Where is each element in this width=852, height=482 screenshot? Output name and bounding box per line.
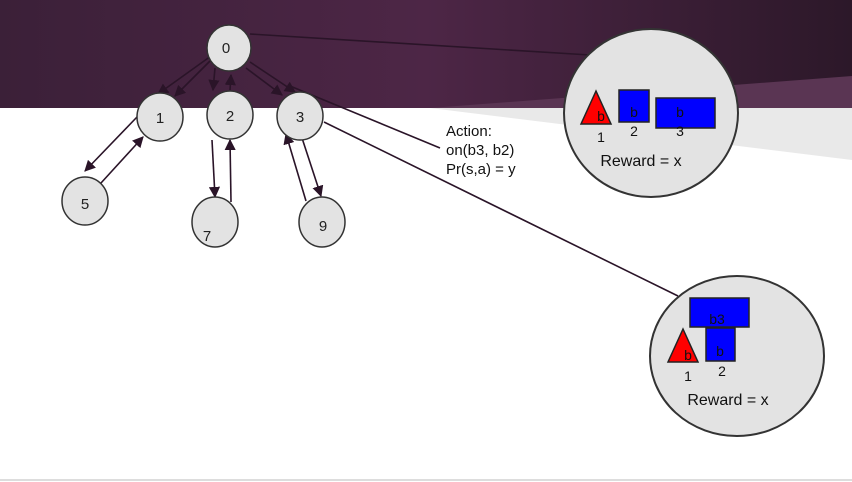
node-3: 3 xyxy=(276,91,324,141)
state-bottom: b3 b 2 b 1 Reward = x xyxy=(649,275,825,437)
node-1-label: 1 xyxy=(156,110,164,127)
node-0: 0 xyxy=(206,24,252,72)
edge-2-0 xyxy=(208,67,220,92)
edge-7-2 xyxy=(224,138,236,203)
block-b1-letter: b xyxy=(597,108,605,124)
node-9-label: 9 xyxy=(319,218,327,235)
node-0-label: 0 xyxy=(222,40,230,57)
block-b3-rect xyxy=(655,97,716,129)
edge-2-7 xyxy=(208,139,221,199)
node-3-label: 3 xyxy=(296,109,304,126)
action-operation: on(b3, b2) xyxy=(446,142,514,159)
node-9: 9 xyxy=(298,196,346,248)
edge-2-0b xyxy=(224,73,236,91)
edge-0-to-state-top xyxy=(249,33,591,56)
block-b1-letter-bottom: b xyxy=(684,347,692,363)
action-title: Action: xyxy=(446,123,492,140)
node-1: 1 xyxy=(136,92,184,142)
block-b3-letter: b xyxy=(676,104,684,120)
node-7-label: 7 xyxy=(203,228,211,245)
block-b2-letter-bottom: b xyxy=(716,343,724,359)
block-b1-number-bottom: 1 xyxy=(684,368,692,384)
block-b2-letter: b xyxy=(630,104,638,120)
block-b3-number: 3 xyxy=(676,123,684,139)
state-top-reward: Reward = x xyxy=(600,153,681,170)
tree-edges xyxy=(84,55,324,203)
node-2-label: 2 xyxy=(226,108,234,125)
long-edges xyxy=(249,33,679,297)
edge-0-3 xyxy=(245,67,283,96)
edge-3-to-state-bottom xyxy=(323,121,679,297)
block-b2-number: 2 xyxy=(630,123,638,139)
block-b2-square xyxy=(618,89,650,123)
node-2: 2 xyxy=(206,90,254,140)
node-5-label: 5 xyxy=(81,196,89,213)
state-bottom-reward: Reward = x xyxy=(687,392,768,409)
action-probability: Pr(s,a) = y xyxy=(446,161,516,178)
state-top: b 1 b 2 b 3 Reward = x xyxy=(563,28,739,198)
block-b3-label: b3 xyxy=(709,311,725,327)
block-b1-triangle xyxy=(579,89,613,125)
block-b3-rect-stacked xyxy=(689,297,750,328)
edge-0-3b xyxy=(249,61,296,93)
edge-1-5 xyxy=(84,116,138,172)
edge-3-to-action-top xyxy=(289,85,441,149)
action-caption: Action: on(b3, b2) Pr(s,a) = y xyxy=(446,123,516,178)
block-b2-square-stacked xyxy=(705,327,736,362)
block-b2-number-bottom: 2 xyxy=(718,363,726,379)
block-b1-triangle-bottom xyxy=(666,327,700,363)
edge-9-3 xyxy=(283,132,307,202)
edge-3-9 xyxy=(301,137,324,198)
block-b1-number: 1 xyxy=(597,129,605,145)
edge-5-1 xyxy=(100,136,144,184)
edge-0-1 xyxy=(157,55,212,95)
node-5: 5 xyxy=(61,176,109,226)
edge-1-0 xyxy=(174,58,213,97)
node-7: 7 xyxy=(191,196,239,248)
